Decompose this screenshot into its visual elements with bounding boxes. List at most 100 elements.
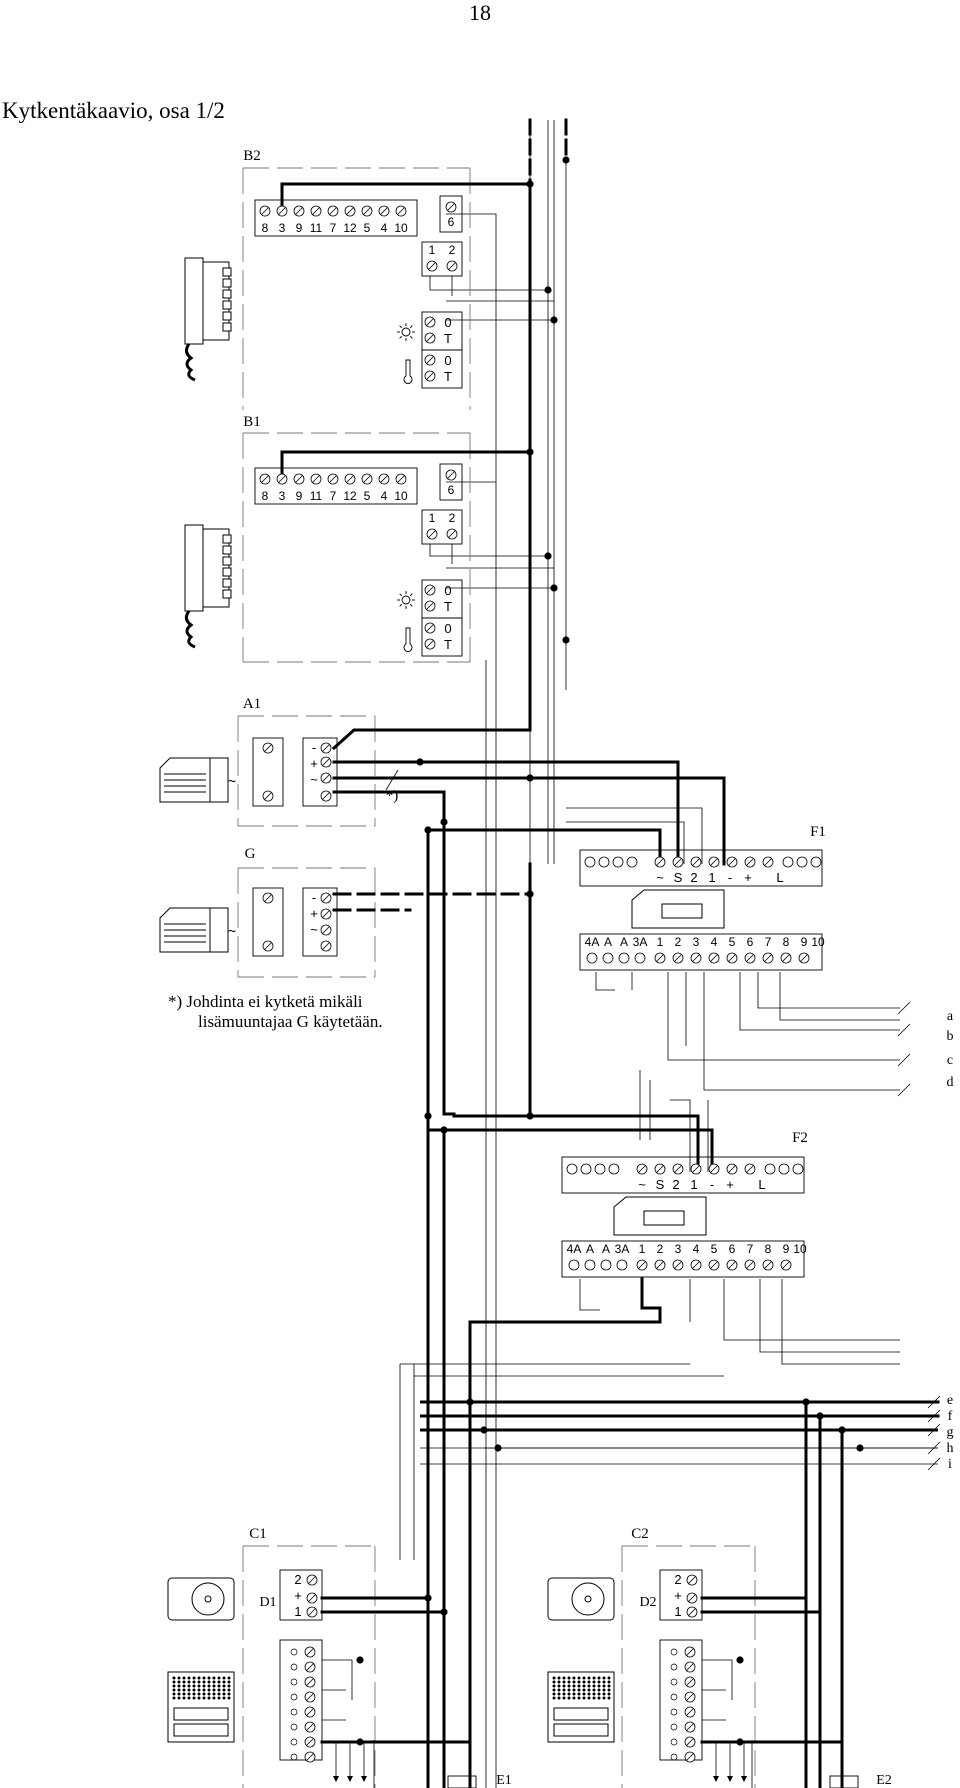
sun-ray (399, 335, 403, 339)
thin-wire-32 (759, 1279, 900, 1353)
a1-label: A1 (243, 696, 261, 712)
panel-hole (602, 1688, 606, 1692)
panel-hole (187, 1684, 191, 1688)
panel-hole (197, 1696, 201, 1700)
b1-key-label-1: T (444, 637, 452, 652)
panel-hole (587, 1696, 591, 1700)
g-out-2 (320, 924, 332, 936)
b2-terminal-label-3: 11 (310, 221, 323, 235)
panel-hole (587, 1692, 591, 1696)
f2-top-screw-1 (654, 1163, 666, 1175)
f2-label: F2 (792, 1130, 808, 1146)
b2-top-screw-6 (361, 205, 373, 217)
f1-bottom-label-11: 8 (783, 935, 790, 949)
f1-top-screw-5 (744, 856, 756, 868)
screw-slot (426, 640, 434, 648)
psu-side (209, 757, 229, 803)
junction-dot-8 (416, 758, 424, 766)
panel-hole (202, 1680, 206, 1684)
junction-dot-4 (526, 448, 534, 456)
screw-slot (686, 1678, 694, 1686)
panel-hole (572, 1680, 576, 1684)
junction-dot-28 (440, 1608, 448, 1616)
b2-top-screw-0 (259, 205, 271, 217)
f2-bottom-label-7: 4 (693, 1242, 700, 1256)
c1-label: C1 (249, 1526, 267, 1542)
b2-key-label-1: T (444, 369, 452, 384)
junction-dot-18 (816, 1412, 824, 1420)
f1-bot-screw-0 (654, 952, 666, 964)
f2-bot-screw-0 (636, 1259, 648, 1271)
b1-2-screw (446, 528, 458, 540)
page-title: Kytkentäkaavio, osa 1/2 (2, 98, 225, 123)
screw-slot (447, 471, 455, 479)
screw-slot (710, 954, 718, 962)
b2-key-0-screw (424, 354, 436, 366)
b2-key-terminals (421, 349, 463, 389)
panel-hole (582, 1680, 586, 1684)
bus-label-c: c (947, 1053, 953, 1068)
panel-hole (567, 1692, 571, 1696)
f1-top-label-6: L (776, 870, 783, 885)
f2-bottom-label-13: 10 (793, 1242, 807, 1256)
screw-slot (710, 858, 718, 866)
screw-slot (688, 1608, 696, 1616)
screw-slot (428, 530, 436, 538)
panel-hole (592, 1688, 596, 1692)
screw-slot (728, 1165, 736, 1173)
b2-terminal-label-5: 12 (343, 221, 357, 235)
key-icon (403, 359, 413, 384)
panel-hole (222, 1692, 226, 1696)
panel-hole (187, 1680, 191, 1684)
handset-button (222, 311, 232, 321)
panel-hole (587, 1680, 591, 1684)
screw-slot (426, 356, 434, 364)
handset-body (184, 257, 204, 345)
thin-wire-15 (566, 821, 685, 864)
junction-dot-2 (550, 316, 558, 324)
c1-func-screw-5 (304, 1721, 316, 1733)
f1-top-strip (579, 849, 823, 887)
panel-hole (592, 1696, 596, 1700)
f1-top-label-3: 1 (708, 870, 715, 885)
c1-function-icon (290, 1753, 298, 1761)
panel-hole (207, 1692, 211, 1696)
c2-func-screw-3 (684, 1691, 696, 1703)
down-arrow-icon (741, 1776, 747, 1782)
screw-slot (329, 475, 337, 483)
bus-label-d: d (947, 1075, 954, 1090)
panel-hole (557, 1696, 561, 1700)
c2-d-screw-2 (686, 1606, 698, 1618)
f2-bottom-label-2: A (602, 1242, 610, 1256)
screw-slot (264, 744, 272, 752)
f1-bottom-label-4: 1 (657, 935, 664, 949)
screw-slot (306, 1708, 314, 1716)
thin-wire-31 (723, 1279, 900, 1341)
c2-func-screw-5 (684, 1721, 696, 1733)
b1-light-t-screw (424, 600, 436, 612)
screw-slot (306, 1753, 314, 1761)
f1-top-label-4: - (728, 870, 732, 885)
f1-label: F1 (810, 824, 826, 840)
f1-top-screw-0 (654, 856, 666, 868)
bus-label-f: f (948, 1409, 953, 1424)
screw-slot (728, 858, 736, 866)
panel-hole (592, 1684, 596, 1688)
footnote: *) Johdinta ei kytketä mikäli lisämuunta… (168, 992, 383, 1032)
g-input-block (252, 887, 284, 957)
a1-input-block (252, 737, 284, 807)
f2-ring-2 (594, 1163, 606, 1175)
f2-bot-ring-3 (616, 1259, 628, 1271)
screw-slot (688, 1594, 696, 1602)
panel-hole (582, 1676, 586, 1680)
handset-button (222, 322, 232, 332)
panel-hole (587, 1676, 591, 1680)
panel-hole (212, 1696, 216, 1700)
f1-bot-screw-5 (744, 952, 756, 964)
f1-bottom-label-13: 10 (811, 935, 825, 949)
panel-hole (577, 1696, 581, 1700)
panel-hole (177, 1696, 181, 1700)
b2-terminal-6-label: 6 (448, 215, 455, 229)
b1-terminal-12 (421, 509, 463, 545)
panel-hole (552, 1688, 556, 1692)
